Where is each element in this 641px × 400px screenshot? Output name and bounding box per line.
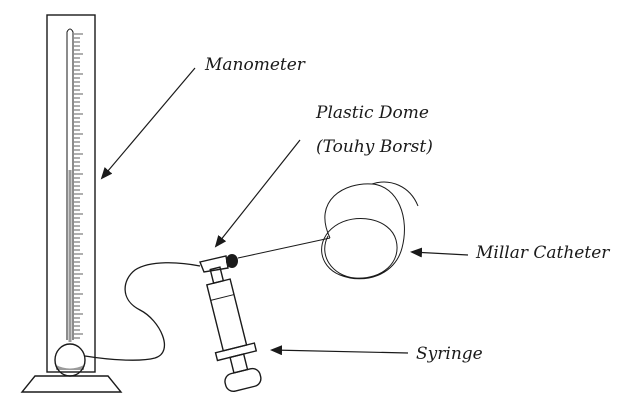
connecting-tubing bbox=[84, 262, 201, 361]
label-millar-catheter: Millar Catheter bbox=[475, 243, 610, 263]
manometer-fluid bbox=[56, 365, 84, 370]
manometer-leader-arrow bbox=[100, 67, 196, 180]
manometer-scale-ticks bbox=[74, 33, 83, 339]
label-plastic-dome-line2: (Touhy Borst) bbox=[316, 137, 433, 157]
plastic-dome-touhy-borst bbox=[199, 254, 238, 273]
syringe-leader-arrow bbox=[270, 345, 409, 356]
syringe-thumb-rest bbox=[224, 367, 262, 393]
manometer-base bbox=[20, 375, 123, 393]
label-plastic-dome-line1: Plastic Dome bbox=[315, 103, 429, 123]
manometer-glass-tube bbox=[66, 28, 74, 340]
syringe-barrel bbox=[205, 278, 248, 352]
manometer bbox=[20, 14, 123, 393]
plastic-dome-leader-arrow bbox=[214, 139, 301, 248]
manometer-column bbox=[46, 14, 96, 373]
label-syringe: Syringe bbox=[416, 344, 483, 364]
syringe bbox=[205, 266, 262, 393]
dome-black-cap bbox=[226, 254, 238, 268]
millar-catheter bbox=[237, 181, 419, 280]
manometer-bulb bbox=[54, 343, 86, 377]
label-manometer: Manometer bbox=[204, 55, 306, 75]
millar-catheter-leader-arrow bbox=[410, 247, 469, 258]
